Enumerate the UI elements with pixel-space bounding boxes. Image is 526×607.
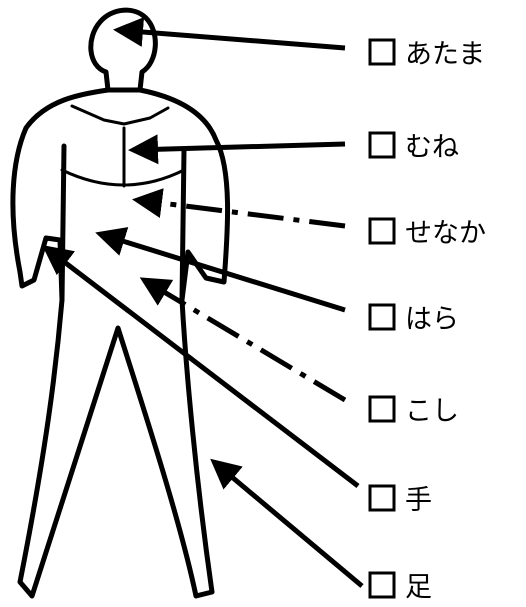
label-item-back: せなか <box>368 217 486 249</box>
checkbox-foot[interactable] <box>368 571 396 599</box>
checkbox-head[interactable] <box>368 38 396 66</box>
label-head: あたま <box>405 39 485 70</box>
figure-head <box>88 7 158 93</box>
label-chest: むね <box>405 132 459 163</box>
arrow-waist <box>139 277 347 403</box>
checkbox-back[interactable] <box>368 217 396 245</box>
arrow-chest <box>128 134 346 165</box>
label-belly: はら <box>405 304 459 335</box>
arrow-back <box>132 188 346 229</box>
label-item-head: あたま <box>368 38 485 70</box>
checkbox-hand[interactable] <box>368 484 396 512</box>
label-item-foot: 足 <box>368 571 432 603</box>
label-item-chest: むね <box>368 131 459 163</box>
checkbox-belly[interactable] <box>368 303 396 331</box>
checkbox-waist[interactable] <box>368 395 396 423</box>
human-figure <box>10 7 231 599</box>
arrow-head <box>113 17 346 51</box>
arrow-belly <box>95 227 346 313</box>
label-item-belly: はら <box>368 303 459 335</box>
arrow-hand <box>42 244 360 488</box>
figure-body <box>10 87 231 599</box>
label-hand: 手 <box>405 485 432 516</box>
arrow-foot <box>210 458 364 588</box>
checkbox-chest[interactable] <box>368 131 396 159</box>
label-back: せなか <box>405 218 486 249</box>
label-foot: 足 <box>405 572 432 603</box>
label-item-hand: 手 <box>368 484 432 516</box>
figure-collar-line <box>70 104 170 126</box>
label-item-waist: こし <box>368 395 459 427</box>
pointer-arrows <box>42 17 364 588</box>
label-list: あたま むね せなか はら こし 手 足 <box>368 38 486 603</box>
label-waist: こし <box>405 396 459 427</box>
figure-right-arm-line <box>179 147 187 303</box>
